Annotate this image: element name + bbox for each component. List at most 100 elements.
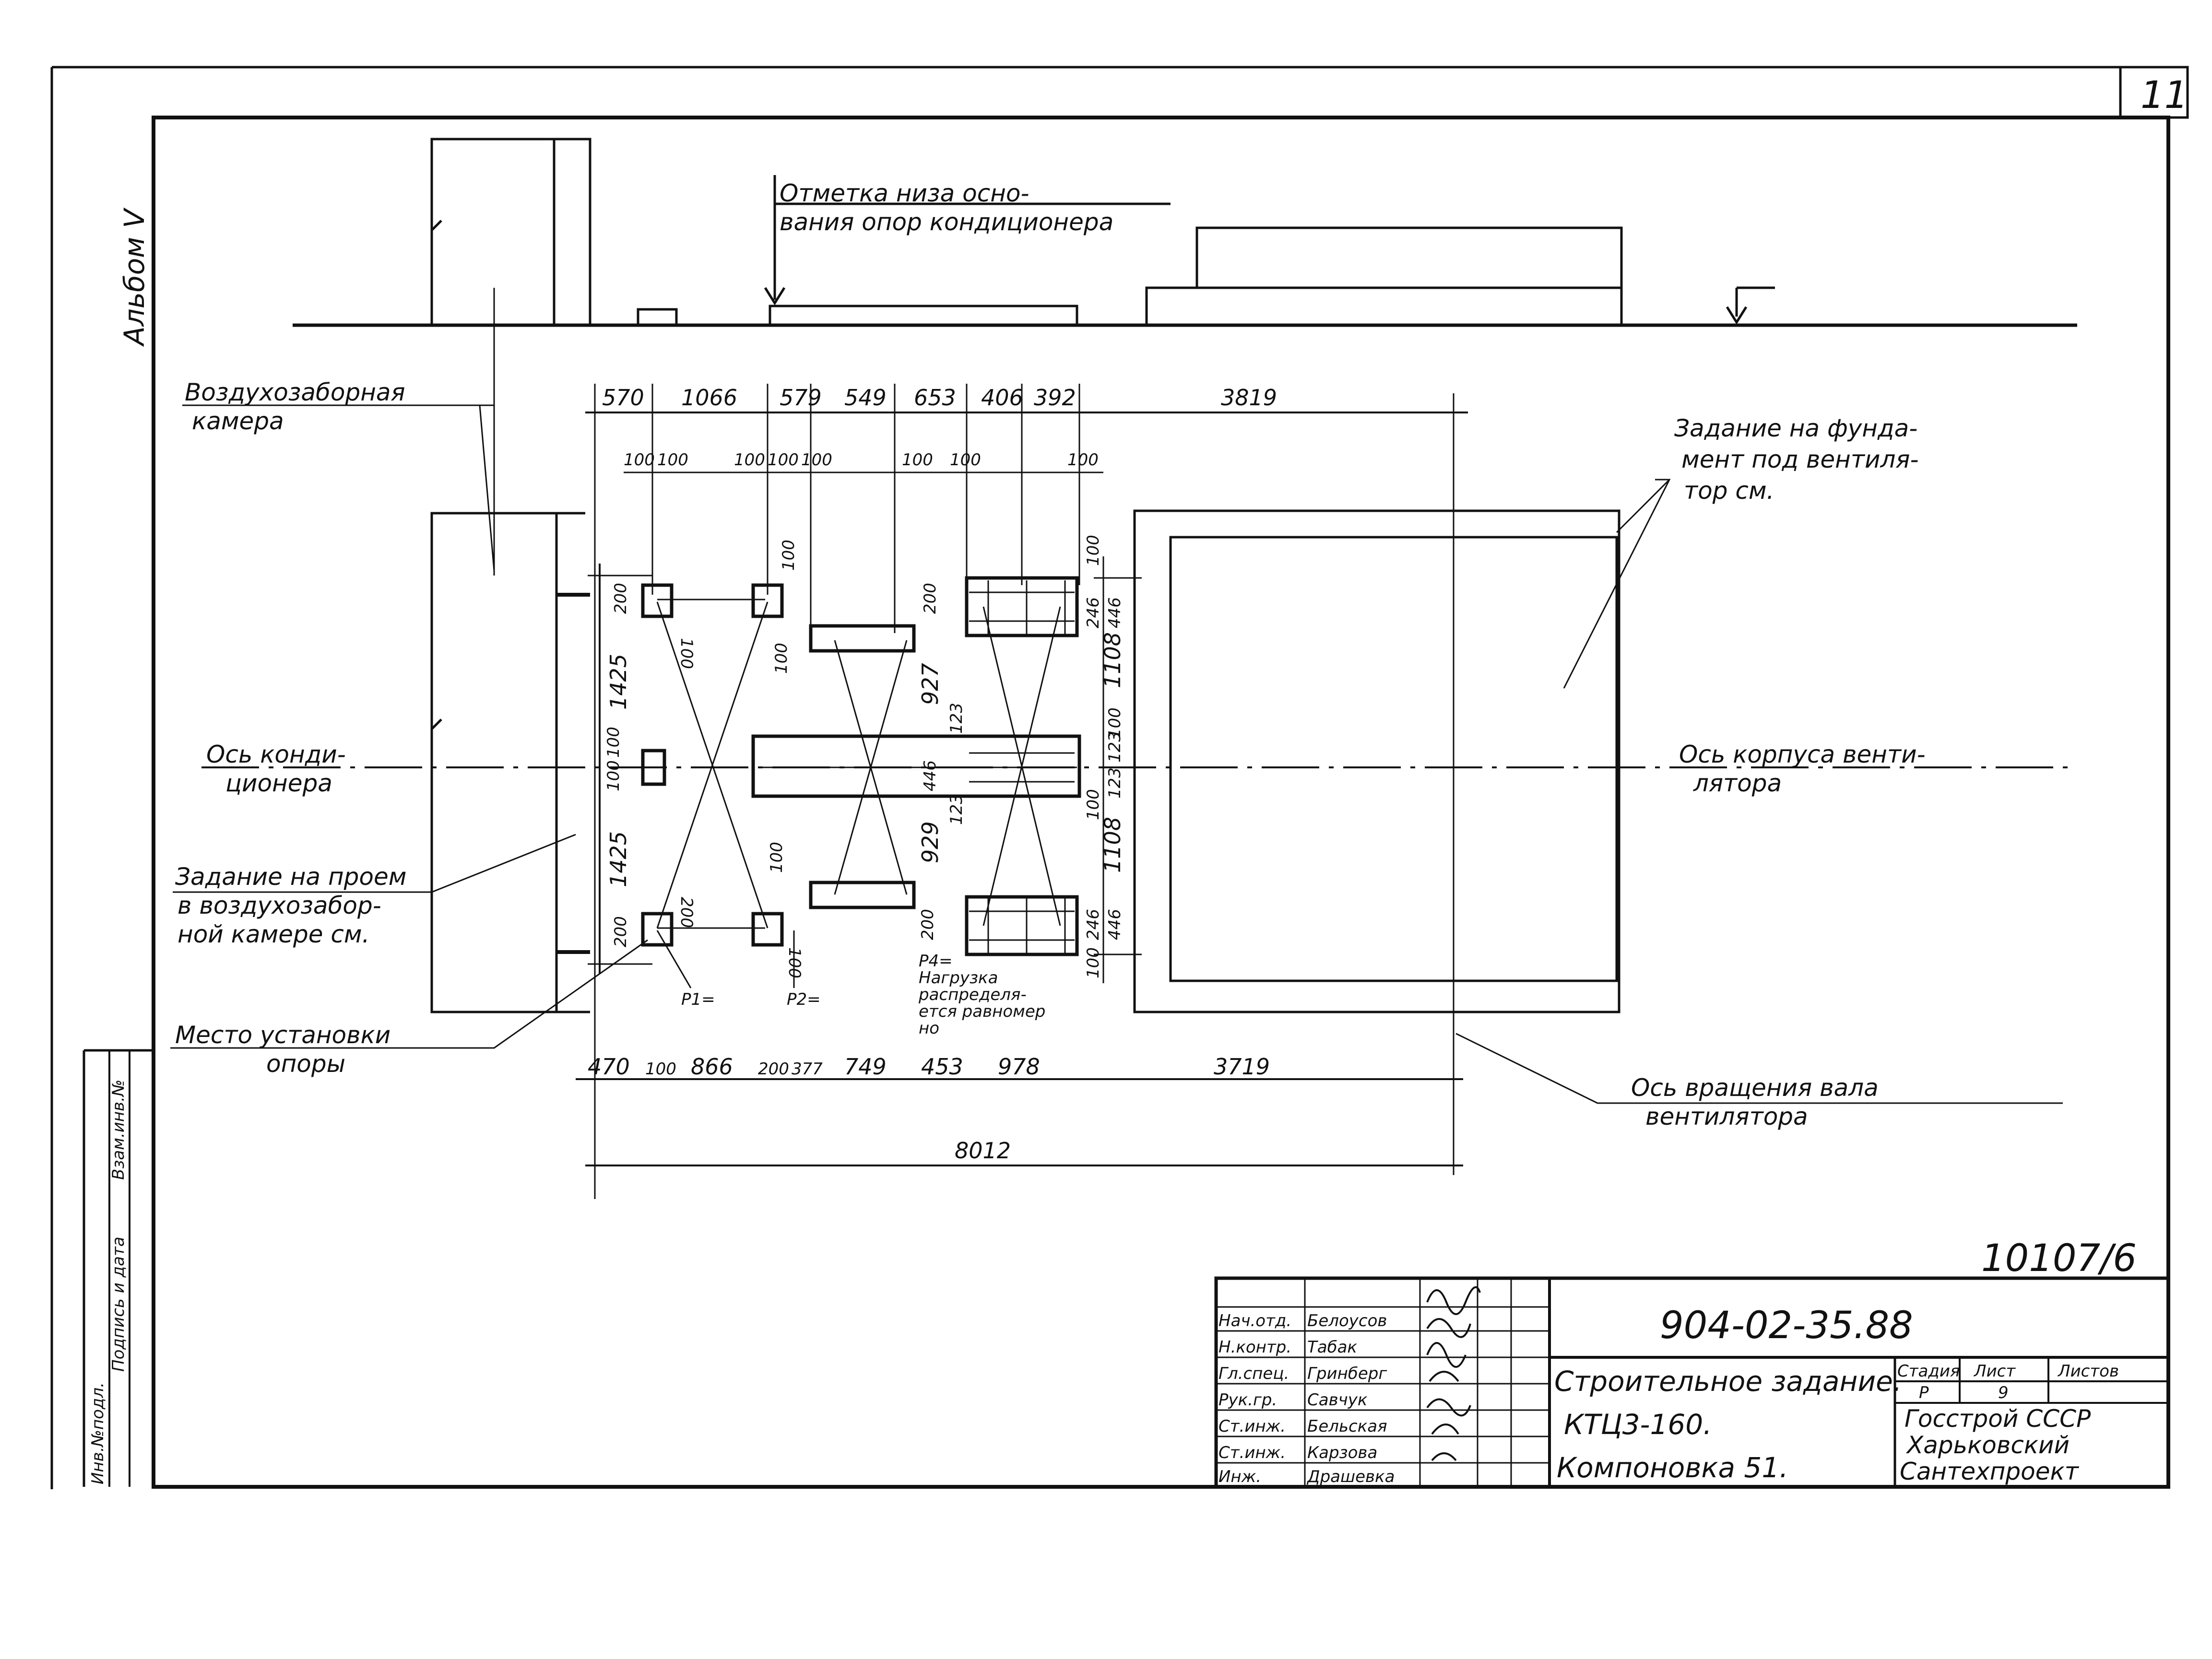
dim-small-7: 100 xyxy=(950,450,981,470)
dim-v-100e: 100 xyxy=(772,643,791,674)
dim-small-3: 100 xyxy=(734,450,765,470)
dim-right-100a: 100 xyxy=(1084,535,1103,566)
dim-top-1066: 1066 xyxy=(681,385,737,411)
dim-right-1108a: 1108 xyxy=(1100,632,1125,688)
header-sheet: Лист xyxy=(1973,1362,2016,1381)
fan-foundation-label-1: Задание на фунда- xyxy=(1674,414,1917,442)
dim-v-200a: 200 xyxy=(677,897,696,928)
dim-top-570: 570 xyxy=(602,385,644,411)
dim-small-8: 100 xyxy=(1067,450,1099,470)
dim-mid-123b: 123 xyxy=(947,794,966,825)
org-line-1: Госстрой СССР xyxy=(1904,1405,2091,1433)
strip-inv-label: Инв.№подл. xyxy=(88,1382,107,1484)
dim-right-246a: 246 xyxy=(1084,597,1103,628)
air-chamber-label-1: Воздухозаборная xyxy=(185,378,405,406)
dim-right-446a: 446 xyxy=(1105,597,1124,628)
dim-right-123a: 123 xyxy=(1105,731,1124,763)
dim-bottom-3719: 3719 xyxy=(1214,1054,1270,1080)
dim-small-2: 100 xyxy=(657,450,688,470)
title-line-2: КТЦ3-160. xyxy=(1564,1408,1712,1441)
org-line-3: Сантехпроект xyxy=(1900,1458,2080,1485)
dim-left-200b: 200 xyxy=(611,916,630,947)
support-place-label-2: опоры xyxy=(266,1050,345,1078)
dim-mid-446: 446 xyxy=(921,760,940,791)
shaft-axis-label-1: Ось вращения вала xyxy=(1631,1074,1879,1102)
fan-body-axis-label-1: Ось корпуса венти- xyxy=(1679,741,1926,768)
dim-mid-200: 200 xyxy=(918,909,937,940)
conditioner-axis-label-2: ционера xyxy=(225,769,332,797)
load-note-3: ется равномер xyxy=(919,1002,1045,1021)
album-label: Альбом V xyxy=(118,207,151,347)
load-p4-label: P4= xyxy=(919,952,953,971)
dim-small-1: 100 xyxy=(624,450,655,470)
dim-bottom-866: 866 xyxy=(691,1054,733,1080)
plan-view xyxy=(170,220,2072,1199)
staff-name: Гринберг xyxy=(1307,1364,1387,1383)
staff-role: Ст.инж. xyxy=(1218,1443,1286,1462)
staff-name: Карзова xyxy=(1307,1443,1377,1462)
dim-left-200a: 200 xyxy=(611,583,630,614)
base-level-label-1: Отметка низа осно- xyxy=(780,179,1029,207)
load-note-1: Нагрузка xyxy=(919,968,998,988)
header-sheets: Листов xyxy=(2057,1362,2119,1381)
staff-name: Табак xyxy=(1307,1338,1357,1357)
doc-number: 904-02-35.88 xyxy=(1660,1304,1913,1347)
staff-name: Бельская xyxy=(1307,1417,1387,1436)
dim-right-1108b: 1108 xyxy=(1100,817,1125,873)
org-line-2: Харьковский xyxy=(1905,1431,2070,1459)
title-line-1: Строительное задание. xyxy=(1554,1365,1902,1398)
dim-left-100b: 100 xyxy=(604,760,623,791)
load-note-2: распределя- xyxy=(918,985,1027,1004)
header-stage: Стадия xyxy=(1897,1362,1960,1381)
staff-name: Савчук xyxy=(1307,1390,1368,1410)
load-p1-label: P1= xyxy=(681,990,715,1009)
fan-body-axis-label-2: лятора xyxy=(1693,769,1782,797)
support-place-label-1: Место установки xyxy=(175,1021,390,1049)
dim-mid-123a: 123 xyxy=(947,703,966,734)
load-note-4: но xyxy=(919,1019,939,1038)
opening-task-label-1: Задание на проем xyxy=(175,863,406,891)
stage-value: Р xyxy=(1919,1383,1929,1402)
staff-role: Инж. xyxy=(1218,1467,1261,1486)
dim-top-392: 392 xyxy=(1034,385,1076,411)
staff-role: Гл.спец. xyxy=(1218,1364,1289,1383)
dim-right-446b: 446 xyxy=(1105,909,1124,940)
staff-role: Рук.гр. xyxy=(1218,1390,1277,1410)
dim-small-6: 100 xyxy=(902,450,933,470)
dim-v-100c: 100 xyxy=(767,842,786,873)
dim-left-100a: 100 xyxy=(604,727,623,758)
elevation-view xyxy=(293,138,2077,327)
dim-v-100d: 100 xyxy=(785,947,804,978)
dim-top-549: 549 xyxy=(844,385,887,411)
staff-table: Нач.отд. Белоусов Н.контр. Табак Гл.спец… xyxy=(1218,1311,1395,1486)
dim-left-1425a: 1425 xyxy=(605,654,631,710)
sheet-value: 9 xyxy=(1998,1383,2009,1402)
dim-top-653: 653 xyxy=(914,385,956,411)
dim-right-246b: 246 xyxy=(1084,909,1103,940)
conditioner-axis-label-1: Ось конди- xyxy=(206,741,346,768)
staff-role: Нач.отд. xyxy=(1218,1311,1291,1330)
strip-sign-label: Подпись и дата xyxy=(109,1236,128,1372)
staff-name: Белоусов xyxy=(1307,1311,1387,1330)
dim-top-3819: 3819 xyxy=(1221,385,1277,411)
sheet-frame xyxy=(50,66,2189,1489)
staff-role: Ст.инж. xyxy=(1218,1417,1286,1436)
dim-bottom-377: 377 xyxy=(792,1059,823,1079)
dim-top-579: 579 xyxy=(780,385,822,411)
dim-bottom-100: 100 xyxy=(645,1059,676,1079)
dim-right-100d: 100 xyxy=(1084,947,1103,978)
dim-top-406: 406 xyxy=(981,385,1023,411)
opening-task-label-3: ной камере см. xyxy=(177,920,370,948)
dim-bottom-453: 453 xyxy=(921,1054,963,1080)
staff-role: Н.контр. xyxy=(1218,1338,1291,1357)
dim-bottom-200: 200 xyxy=(758,1059,789,1079)
title-line-3: Компоновка 51. xyxy=(1557,1451,1788,1484)
title-block xyxy=(1214,1276,2170,1489)
base-level-label-2: вания опор кондиционера xyxy=(780,208,1113,236)
dim-right-123b: 123 xyxy=(1105,767,1124,799)
dim-v-100a: 100 xyxy=(677,638,696,669)
dim-bottom-978: 978 xyxy=(998,1054,1040,1080)
dim-right-100b: 100 xyxy=(1105,707,1124,739)
dim-small-5: 100 xyxy=(801,450,832,470)
